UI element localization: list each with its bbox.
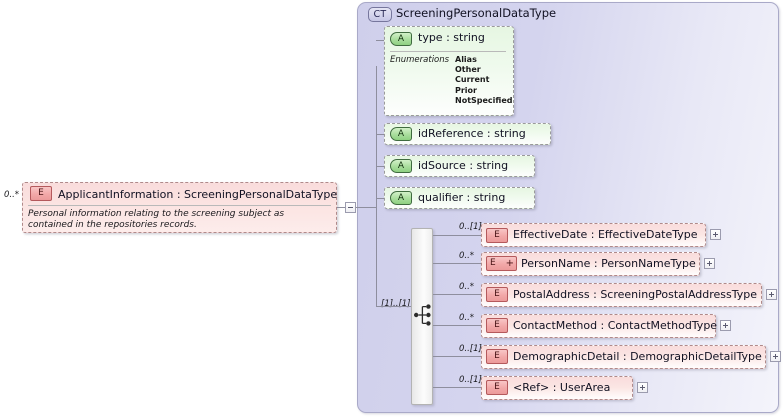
enumeration-item: Prior [455,85,477,95]
connector-line [356,207,376,208]
expand-toggle-demographicdetail[interactable] [770,351,781,362]
connector-line [433,387,482,388]
element-label-effectivedate: EffectiveDate : EffectiveDateType [513,228,698,241]
element-badge-e-substitution: E + [486,256,517,271]
element-badge-e: E [30,186,52,201]
expand-toggle-postaladdress[interactable] [766,289,777,300]
child-cardinality-contactmethod: 0..* [459,313,475,323]
attribute-qualifier[interactable] [384,187,535,209]
element-contactmethod[interactable] [481,314,716,338]
attribute-badge-a: A [390,32,412,46]
connector-line [376,166,385,167]
element-badge-e: E [486,380,508,395]
element-label-postaladdress: PostalAddress : ScreeningPostalAddressTy… [513,288,758,301]
element-demographicdetail[interactable] [481,345,766,369]
child-cardinality-personname: 0..* [459,251,475,261]
element-label-demographicdetail: DemographicDetail : DemographicDetailTyp… [513,350,762,363]
sequence-icon [414,304,431,326]
connector-line [376,134,385,135]
connector-line [376,306,412,307]
enumeration-item: Alias [455,55,477,64]
element-badge-e: E [486,318,508,333]
divider [390,51,506,52]
element-label-personname: PersonName : PersonNameType [521,257,696,270]
element-effectivedate[interactable] [481,223,706,247]
attribute-label-idreference: idReference : string [418,127,526,140]
element-applicant-information[interactable] [22,182,337,233]
enumeration-item: Current [455,75,490,85]
connector-line [376,198,385,199]
connector-line [433,356,482,357]
attribute-label-type: type : string [418,31,485,44]
expand-toggle-contactmethod[interactable] [720,320,731,331]
element-label-contactmethod: ContactMethod : ContactMethodType [513,319,718,332]
element-label-userarea-ref: <Ref> : UserArea [513,381,611,394]
element-badge-e: E [486,287,508,302]
expand-toggle-effectivedate[interactable] [710,229,721,240]
root-element-cardinality: 0..* [4,190,20,200]
attribute-badge-a: A [390,191,412,205]
connector-line [337,207,345,208]
element-personname[interactable] [481,252,700,276]
enumerations-list: Alias Other Current Prior NotSpecified [455,55,513,106]
element-label-applicant-information: ApplicantInformation : ScreeningPersonal… [58,188,338,201]
collapse-toggle-root[interactable] [345,202,356,213]
compositor-cardinality: [1]..[1] [381,299,411,309]
element-documentation: Personal information relating to the scr… [28,209,285,230]
divider [28,205,331,206]
element-badge-e: E [486,228,508,243]
connector-line [433,325,482,326]
enumeration-item: NotSpecified [455,95,513,105]
element-postaladdress[interactable] [481,283,762,307]
child-cardinality-effectivedate: 0..[1] [459,222,482,232]
attribute-label-idsource: idSource : string [418,159,509,172]
expand-toggle-personname[interactable] [704,258,715,269]
child-cardinality-postaladdress: 0..* [459,282,475,292]
complex-type-badge: CT [368,7,392,22]
complex-type-title: ScreeningPersonalDataType [396,6,557,20]
connector-line [376,40,385,41]
attribute-badge-a: A [390,127,412,141]
attribute-idreference[interactable] [384,123,551,145]
enumerations-title: Enumerations [390,55,450,65]
enumeration-item: Other [455,65,481,75]
element-badge-letter: E [490,258,496,268]
connector-line [433,294,482,295]
connector-trunk [376,66,377,208]
attribute-idsource[interactable] [384,155,535,177]
connector-line [433,235,482,236]
child-cardinality-userarea: 0..[1] [459,375,482,385]
expand-toggle-userarea[interactable] [637,382,648,393]
attribute-badge-a: A [390,159,412,173]
element-badge-e: E [486,349,508,364]
substitution-plus-icon: + [505,258,514,269]
connector-line [433,263,482,264]
child-cardinality-demographicdetail: 0..[1] [459,344,482,354]
attribute-label-qualifier: qualifier : string [418,191,506,204]
connector-trunk [376,207,377,306]
